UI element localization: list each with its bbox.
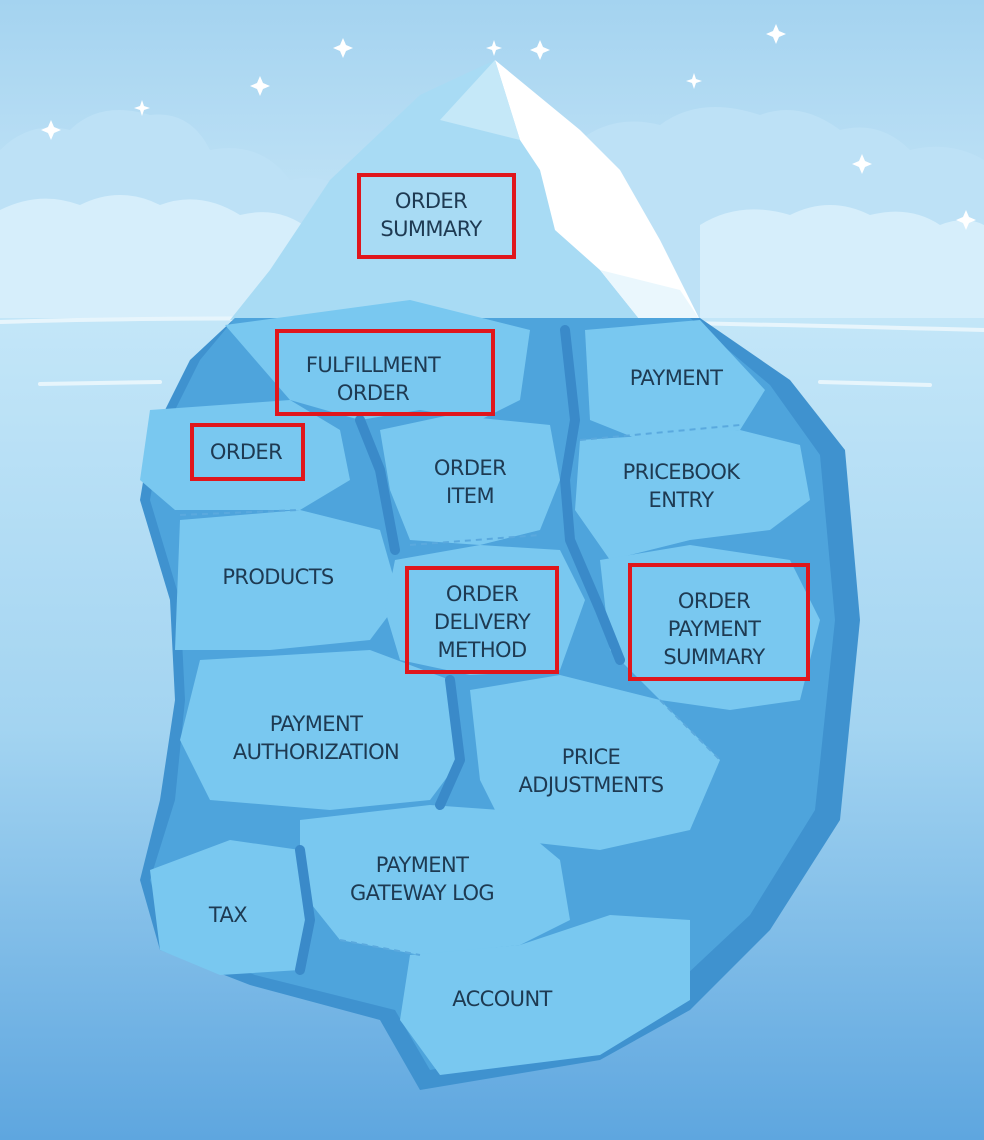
block-label-line: AUTHORIZATION [233, 738, 399, 766]
highlight-box-order [190, 423, 305, 481]
block-label-payment: PAYMENT [630, 364, 723, 392]
highlight-box-order-delivery-method [405, 566, 559, 674]
highlight-box-order-payment-summary [628, 563, 810, 681]
block-label-line: PRODUCTS [222, 563, 333, 591]
block-label-line: ENTRY [623, 486, 740, 514]
block-label-products: PRODUCTS [222, 563, 333, 591]
block-label-line: ACCOUNT [452, 985, 552, 1013]
block-label-line: PRICEBOOK [623, 458, 740, 486]
block-label-line: TAX [209, 901, 247, 929]
block-label-line: PRICE [519, 743, 664, 771]
highlight-box-fulfillment-order [275, 329, 495, 416]
block-label-line: ADJUSTMENTS [519, 771, 664, 799]
highlight-box-order-summary [357, 173, 516, 259]
block-label-line: PAYMENT [233, 710, 399, 738]
block-label-tax: TAX [209, 901, 247, 929]
block-label-account: ACCOUNT [452, 985, 552, 1013]
block-label-line: GATEWAY LOG [350, 879, 494, 907]
block-label-line: ITEM [434, 482, 506, 510]
block-label-line: PAYMENT [630, 364, 723, 392]
block-label-line: ORDER [434, 454, 506, 482]
block-label-line: PAYMENT [350, 851, 494, 879]
